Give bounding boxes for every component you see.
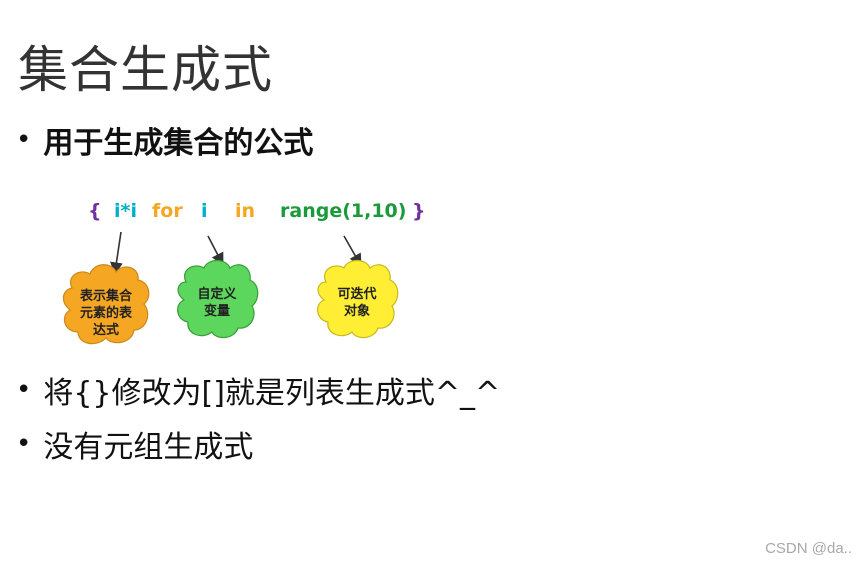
arrow-to-iter-callout bbox=[343, 235, 362, 267]
code-in-keyword: in bbox=[235, 200, 256, 222]
expr-callout-cloud: 表示集合 元素的表 达式 bbox=[62, 264, 150, 345]
bullet-dot: • bbox=[16, 375, 32, 405]
expr-callout-line: 表示集合 bbox=[79, 288, 133, 304]
bullet-item: • 用于生成集合的公式 bbox=[16, 118, 313, 162]
iter-callout-cloud: 可迭代 对象 bbox=[317, 259, 399, 339]
expr-callout-line: 元素的表 bbox=[80, 305, 133, 321]
iter-callout-line: 可迭代 bbox=[337, 286, 376, 302]
code-variable: i bbox=[201, 200, 208, 222]
bullet-text: 用于生成集合的公式 bbox=[43, 126, 314, 161]
var-callout-cloud: 自定义 变量 bbox=[177, 259, 259, 339]
expr-callout-line: 达式 bbox=[93, 322, 119, 338]
code-close-brace: } bbox=[412, 200, 426, 222]
code-expression: i*i bbox=[114, 200, 137, 222]
code-open-brace: { bbox=[88, 200, 102, 222]
bullet-dot: • bbox=[16, 125, 32, 155]
code-range-call: range(1,10) bbox=[280, 200, 407, 222]
bullet-dot: • bbox=[16, 429, 32, 459]
bullet-text: 没有元组生成式 bbox=[43, 430, 254, 465]
bullet-text: 将{}修改为[]就是列表生成式^_^ bbox=[43, 376, 501, 411]
arrow-to-expr-callout bbox=[110, 231, 123, 276]
bullet-item: • 没有元组生成式 bbox=[16, 422, 253, 466]
var-callout-line: 变量 bbox=[204, 303, 230, 319]
arrow-to-var-callout bbox=[207, 235, 224, 266]
watermark: CSDN @da.. bbox=[765, 540, 852, 557]
var-callout-line: 自定义 bbox=[197, 286, 237, 302]
bullet-item: • 将{}修改为[]就是列表生成式^_^ bbox=[16, 368, 500, 412]
slide-title: 集合生成式 bbox=[18, 41, 273, 99]
iter-callout-line: 对象 bbox=[344, 303, 370, 319]
code-for-keyword: for bbox=[152, 200, 183, 222]
